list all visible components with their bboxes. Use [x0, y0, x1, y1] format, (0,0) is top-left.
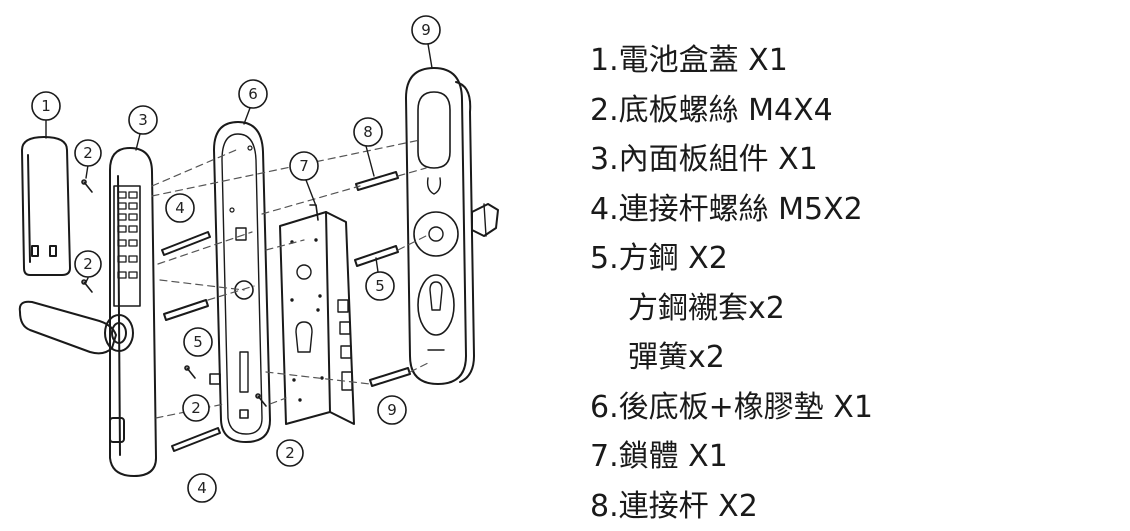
part-item-7: 7.鎖體 X1 — [590, 432, 1110, 482]
callout-2a: 2 — [83, 144, 93, 162]
callout-4a: 4 — [175, 199, 185, 217]
battery-cover — [22, 137, 70, 275]
callout-1: 1 — [41, 97, 51, 115]
part-item-2: 2.底板螺絲 M4X4 — [590, 86, 1110, 136]
part-item-5-bushing: 方鋼襯套x2 — [590, 284, 1110, 334]
callout-8: 8 — [363, 123, 373, 141]
part-item-1: 1.電池盒蓋 X1 — [590, 36, 1110, 86]
callout-3: 3 — [138, 111, 148, 129]
callout-7: 7 — [299, 157, 309, 175]
parts-list: 1.電池盒蓋 X1 2.底板螺絲 M4X4 3.內面板組件 X1 4.連接杆螺絲… — [590, 36, 1110, 531]
callout-5a: 5 — [375, 277, 385, 295]
callout-9a: 9 — [421, 21, 431, 39]
bushing — [210, 374, 248, 418]
callout-5b: 5 — [193, 333, 203, 351]
leader-lines — [46, 44, 432, 282]
callout-9b: 9 — [387, 401, 397, 419]
exploded-lock-diagram: 1 2 3 6 9 8 7 4 2 5 5 2 9 2 4 — [0, 0, 560, 530]
rear-base-plate — [214, 122, 270, 442]
part-item-5: 5.方鋼 X2 — [590, 234, 1110, 284]
part-item-6: 6.後底板+橡膠墊 X1 — [590, 383, 1110, 433]
callout-2d: 2 — [285, 444, 295, 462]
part-item-3: 3.內面板組件 X1 — [590, 135, 1110, 185]
callout-2c: 2 — [191, 399, 201, 417]
lock-body — [280, 205, 354, 424]
callout-6: 6 — [248, 85, 258, 103]
outer-panel — [406, 68, 498, 384]
part-item-8: 8.連接杆 X2 — [590, 482, 1110, 531]
part-item-5-spring: 彈簧x2 — [590, 333, 1110, 383]
callout-2b: 2 — [83, 255, 93, 273]
part-item-4: 4.連接杆螺絲 M5X2 — [590, 185, 1110, 235]
inner-panel — [20, 148, 156, 476]
callout-4b: 4 — [197, 479, 207, 497]
